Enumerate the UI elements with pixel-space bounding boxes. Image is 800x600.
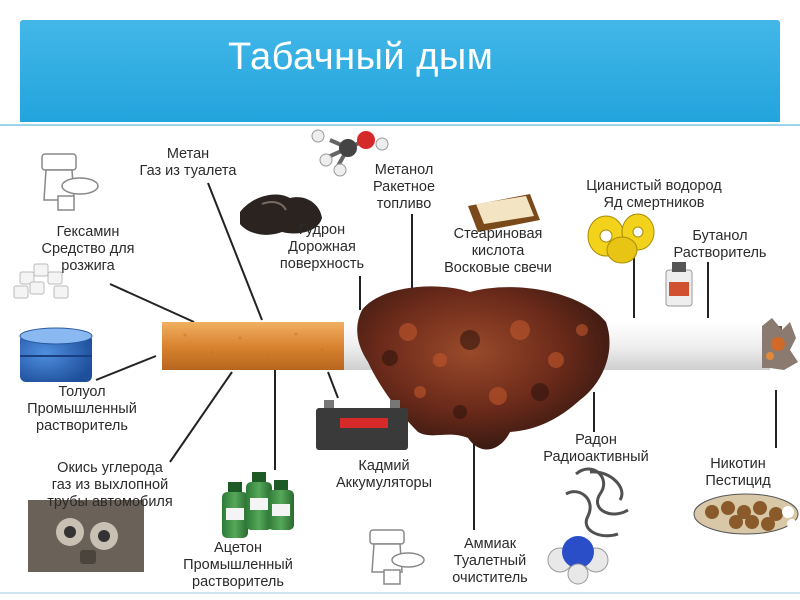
toilet-icon — [41, 153, 99, 211]
acetone-bottles-icon — [222, 472, 294, 538]
tar-icon — [240, 194, 322, 235]
butanol-bottle-icon — [665, 262, 693, 307]
title-bar — [20, 20, 780, 122]
connector-methane — [207, 182, 263, 321]
cigarette-pack-icon — [693, 493, 799, 535]
connector-hexamine — [109, 283, 195, 323]
connector-cadmium — [327, 371, 339, 399]
ammonia-molecule-icon — [547, 536, 609, 585]
header-divider — [0, 124, 800, 126]
connector-toluene — [95, 355, 157, 381]
gas-mask-icon — [28, 500, 144, 572]
connector-co — [169, 371, 233, 463]
cyanide-cans-icon — [587, 213, 655, 264]
battery-icon — [316, 400, 408, 450]
methanol-molecule-icon — [311, 129, 389, 177]
hexamine-tablets-icon — [13, 263, 69, 299]
blackened-lung — [357, 286, 610, 450]
footer-divider — [0, 592, 800, 594]
burning-tip — [762, 318, 798, 370]
toluene-barrel-icon — [19, 327, 93, 382]
slide-title: Табачный дым — [228, 36, 494, 78]
cigarette-filter — [162, 322, 344, 370]
stearic-acid-icon — [468, 194, 540, 232]
radon-smoke-icon — [565, 467, 629, 538]
toilet-cleaner-icon — [369, 529, 425, 585]
